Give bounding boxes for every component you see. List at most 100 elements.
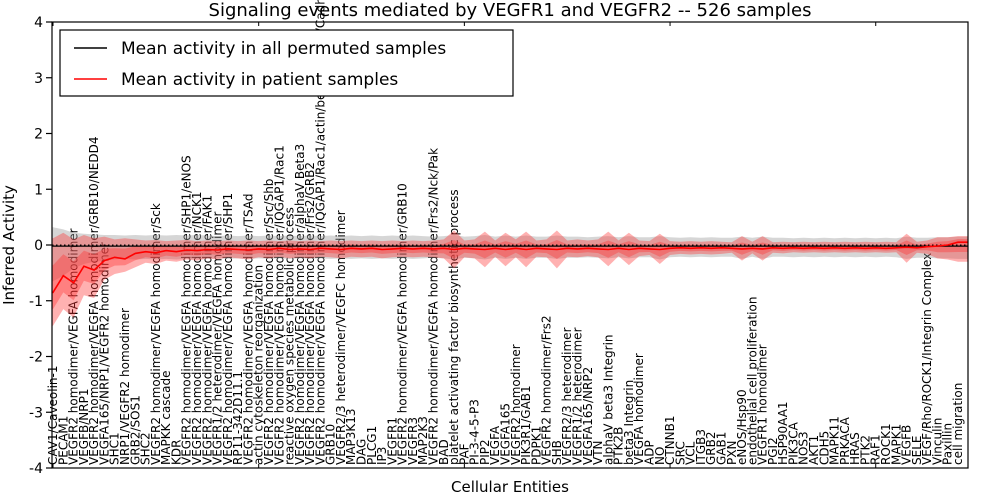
x-tick-label: NRP1/VEGFR2 homodimer	[118, 308, 132, 465]
x-tick-label: VEGFR2 homodimer/VEGFA homodimer/IQGAP1/…	[313, 0, 327, 465]
y-tick-label: 3	[34, 71, 43, 87]
x-tick-label: reactive oxygen species metabolic proces…	[283, 207, 297, 465]
x-tick-label: NOS3	[797, 431, 811, 465]
x-tick-label: VEGFR2 homodimer/Frs2	[540, 315, 554, 465]
x-tick-label: HSP90AA1	[776, 401, 790, 465]
x-tick-label: VEGFR2 homodimer/VEGFA homodimer/GRB10	[396, 183, 410, 465]
x-tick-label: SHC2	[139, 432, 153, 465]
x-tick-label: VEGFR2 homodimer/VEGFA homodimer	[67, 228, 81, 465]
y-tick-label: 1	[34, 182, 43, 198]
x-tick-label: endothelial cell proliferation	[745, 297, 759, 465]
legend-box	[59, 29, 514, 97]
x-tick-label: alphaV beta3 Integrin	[601, 334, 615, 465]
patient-band-outer	[52, 230, 968, 326]
permuted-band	[52, 227, 968, 282]
x-tick-label: VEGFR2 homodimer/VEGFA homodimer/GRB10/N…	[87, 136, 101, 465]
x-tick-label: PGI2	[766, 437, 780, 465]
x-tick-label: VEGFA165/NRP1/VEGFR2 homodimer	[97, 242, 111, 465]
x-tick-label: Vinculin	[930, 418, 944, 465]
x-tick-label: VEGFR2 homodimer/VEGFA homodimer/SHP1	[221, 193, 235, 465]
x-tick-label: IP3	[375, 447, 389, 465]
y-tick-label: -1	[29, 294, 43, 310]
y-tick-label: -2	[29, 350, 43, 366]
x-axis-label: Cellular Entities	[451, 478, 569, 496]
x-tick-label: VEGFR2/3 heterodimer	[560, 327, 574, 465]
x-tick-label: platelet activating factor biosynthetic …	[447, 189, 461, 465]
x-tick-label: VEGFA165/NRP2	[581, 367, 595, 465]
x-tick-label: PLCG1	[365, 426, 379, 465]
x-tick-label: Paxillin	[941, 423, 955, 465]
x-tick-label: PXN	[725, 441, 739, 465]
x-tick-label: VTN	[591, 440, 605, 465]
x-tick-label: VCL	[684, 441, 698, 465]
x-tick-label: VEGFR2 homodimer/VEGFA homodimer/Sck	[149, 203, 163, 465]
x-tick-label: SHB	[550, 440, 564, 465]
legend-label: Mean activity in all permuted samples	[121, 39, 446, 59]
x-tick-label: MAPK11	[828, 416, 842, 465]
x-tick-label: VEGF/Rho/ROCK1/Integrin Complex	[920, 253, 934, 465]
x-tick-label: actin cytoskeleton reorganization	[252, 265, 266, 465]
x-tick-label: VEGFR2 homodimer/VEGFA homodimer/TSAd	[241, 194, 255, 465]
x-tick-label: KDR	[169, 440, 183, 465]
x-tick-label: VEGFA homodimer	[632, 353, 646, 465]
x-tick-label: VEGFR1 homodimer	[756, 344, 770, 465]
x-tick-label: NO	[653, 447, 667, 465]
y-tick-label: 0	[34, 238, 43, 254]
x-tick-label: SHC1	[108, 432, 122, 465]
x-tick-label: CTNNB1	[663, 415, 677, 465]
x-tick-label: PIP2	[478, 439, 492, 465]
x-tick-label: GAB1	[715, 432, 729, 465]
x-tick-label: SRC	[673, 441, 687, 465]
x-tick-label: PIK3CA	[787, 421, 801, 465]
x-tick-label: PAF	[457, 443, 471, 465]
x-tick-label: PTK2	[858, 435, 872, 465]
x-tick-label: VEGFR2 homodimer/VEGFA homodimer/Frs2/Nc…	[427, 148, 441, 465]
legend-label: Mean activity in patient samples	[121, 70, 398, 90]
x-tick-label: VEGFR1/2 heterodimer	[571, 327, 585, 465]
x-tick-label: MAPKK cascade	[159, 370, 173, 465]
x-tick-label: CAV1/Caveolin-1	[46, 365, 60, 465]
x-tick-label: GRB10	[324, 424, 338, 465]
x-tick-label: VEGFR2 homodimer/VEGFA homodimer/Src/Shb	[262, 179, 276, 465]
x-tick-label: PIK3R1/GAB1	[519, 385, 533, 465]
x-tick-label: VEGFA	[488, 425, 502, 465]
x-tick-label: GRB2	[704, 431, 718, 465]
y-axis-label: Inferred Activity	[0, 185, 18, 305]
x-tick-label: AKT1	[807, 435, 821, 465]
x-tick-label: ADP	[643, 440, 657, 465]
x-tick-label: PRKACA	[838, 416, 852, 465]
x-tick-label: VEGFR2 homodimer/VEGFA homodimer/Frs2/GR…	[303, 162, 317, 465]
x-tick-label: eNOS/Hsp90	[735, 389, 749, 465]
x-tick-label: RP11-342D11.1	[231, 371, 245, 465]
x-tick-label: VEGFR2 homodimer/VEGFA homodimer/alphaV …	[293, 144, 307, 465]
x-tick-label: PECAM1	[56, 416, 70, 465]
x-tick-label: VEGFR2 homodimer/VEGFA homodimer/NCK1	[190, 191, 204, 465]
x-tick-label: PTK2B	[612, 427, 626, 465]
x-tick-label: VEGFR2 homodimer/VEGFA homodimer/IQGAP1/…	[272, 145, 286, 465]
x-tick-label: VEGFR1	[385, 417, 399, 465]
x-tick-label: VEGFR1/2 heterodimer/VEGFA homodimer	[211, 212, 225, 465]
chart-title: Signaling events mediated by VEGFR1 and …	[209, 0, 812, 21]
x-tick-label: SELE	[910, 436, 924, 465]
x-tick-label: beta3 Integrin	[622, 380, 636, 465]
x-tick-label: ROCK1	[879, 423, 893, 465]
x-tick-label: BAD	[437, 439, 451, 465]
x-tick-label: DAG	[355, 439, 369, 465]
x-tick-label: CDH5	[817, 431, 831, 465]
x-tick-label: MAPK1	[889, 424, 903, 465]
x-tick-label: VEGFB	[900, 425, 914, 465]
x-tick-label: VEGFA165	[499, 403, 513, 465]
y-tick-label: 2	[34, 127, 43, 143]
x-tick-label: RAF1	[869, 434, 883, 465]
x-tick-label: VEGFR2/3 heterodimer/VEGFC homodimer	[334, 210, 348, 465]
x-tick-label: HRAS	[848, 432, 862, 465]
x-tick-label: MAP3K13	[344, 408, 358, 465]
x-tick-label: ITGB3	[694, 429, 708, 465]
x-tick-label: VEGFR2 homodimer/VEGFA homodimer/FAK1	[200, 195, 214, 465]
y-tick-label: -3	[29, 405, 43, 421]
y-tick-label: 4	[34, 15, 43, 31]
x-tick-label: cell migration	[951, 383, 965, 465]
x-tick-label: VEGFR2 homodimer/VEGFA homodimer/SHP1/eN…	[180, 155, 194, 465]
